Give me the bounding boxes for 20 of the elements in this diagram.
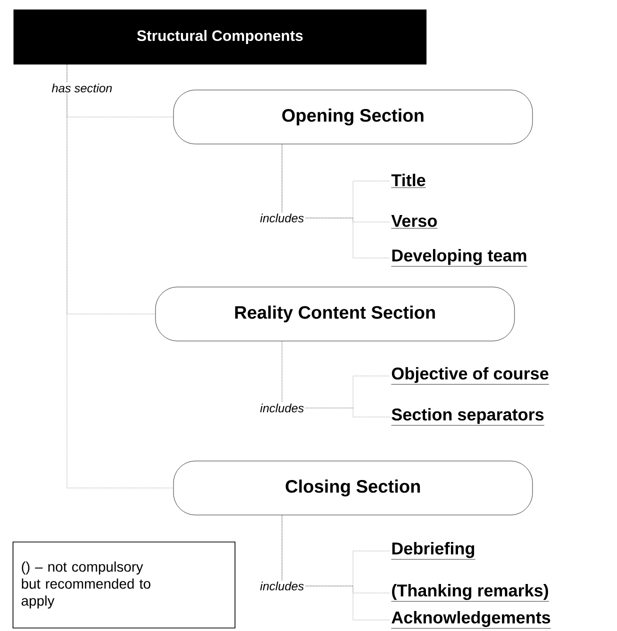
item-link: Title bbox=[391, 174, 426, 188]
edge-label: includes bbox=[258, 212, 306, 224]
item-link: Verso bbox=[391, 215, 438, 229]
connector-line bbox=[66, 64, 174, 488]
title-bar: Structural Components bbox=[14, 10, 426, 64]
item-link: Section separators bbox=[391, 408, 544, 426]
note-box: () – not compulsory but recommended to apply bbox=[12, 542, 236, 628]
connector-line bbox=[282, 144, 390, 258]
edge-label: has section bbox=[50, 82, 114, 94]
item-link: Debriefing bbox=[391, 542, 476, 560]
section-box: Opening Section bbox=[173, 90, 533, 144]
section-box: Reality Content Section bbox=[155, 286, 515, 342]
edge-label: includes bbox=[258, 580, 306, 592]
item-link: Objective of course bbox=[391, 367, 550, 385]
section-box: Closing Section bbox=[173, 460, 533, 516]
edge-label: includes bbox=[258, 402, 306, 414]
item-link: Acknowledgements bbox=[391, 611, 552, 629]
connector-line bbox=[282, 514, 390, 620]
item-link: (Thanking remarks) bbox=[391, 584, 550, 602]
item-link: Developing team bbox=[391, 249, 528, 267]
